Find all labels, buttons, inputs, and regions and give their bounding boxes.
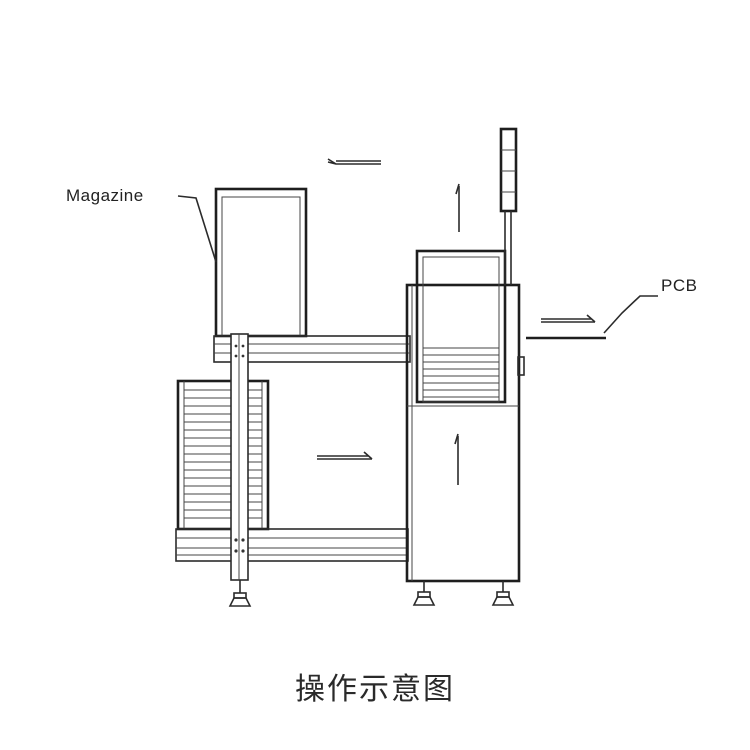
bottom-conveyor-rail (175, 528, 409, 562)
pcb-leader (603, 295, 658, 334)
signal-tower-icon (499, 127, 518, 285)
right-cabinet (405, 283, 525, 583)
upper-magazine (214, 187, 308, 338)
magazine-label: Magazine (66, 186, 144, 205)
magazine-leader (177, 195, 217, 263)
lower-magazine (176, 379, 270, 531)
arrow-icon (317, 158, 596, 485)
left-support-foot (228, 580, 252, 607)
pcb-label: PCB (661, 276, 697, 295)
elevator-post (230, 333, 249, 581)
cabinet-magazine (415, 249, 507, 404)
diagram-caption: 操作示意图 (295, 672, 455, 707)
cabinet-feet (412, 581, 515, 606)
